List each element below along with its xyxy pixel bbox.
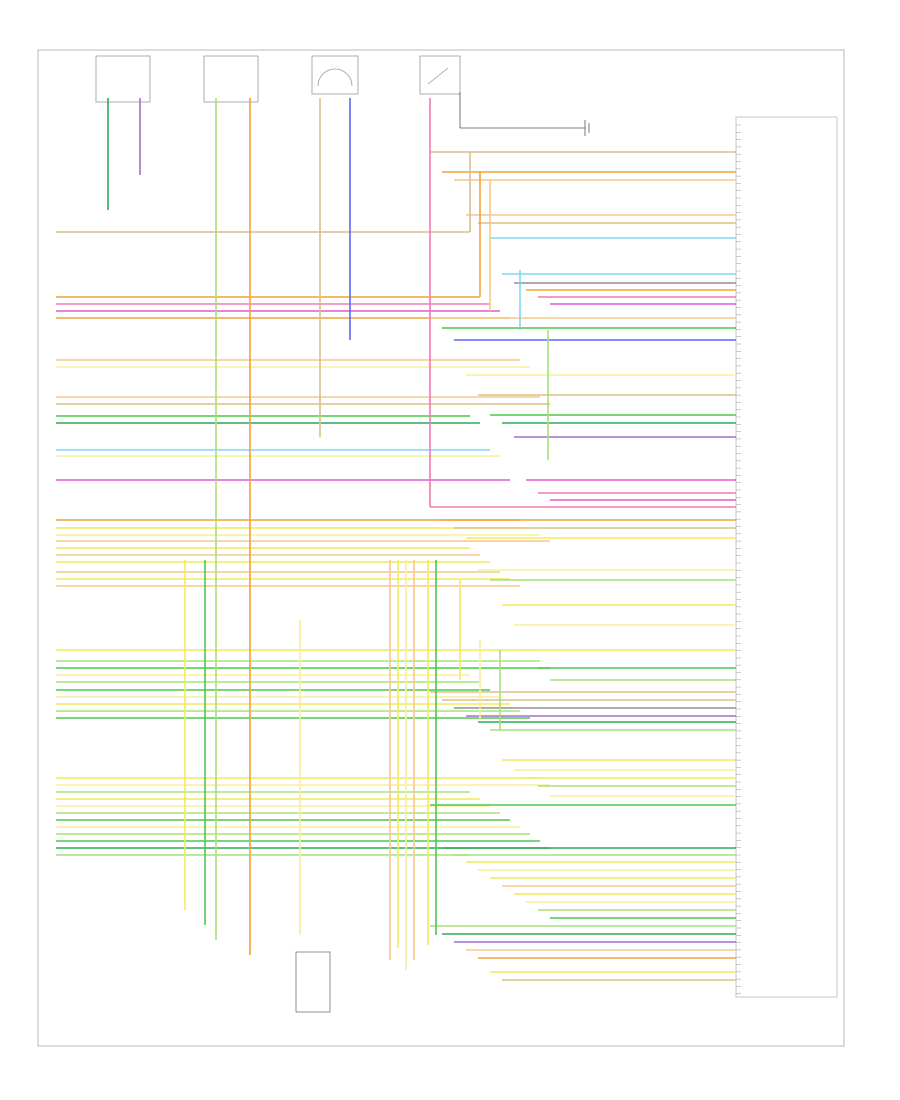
diagram-frame [37, 49, 845, 1047]
sensor-box-icon [95, 55, 151, 103]
gauge-icon [311, 55, 359, 95]
control-module-connector [735, 116, 838, 998]
ground-icon [459, 92, 590, 136]
connector-pins [736, 124, 741, 995]
sensor-icons [95, 55, 461, 103]
wire-group [56, 98, 736, 981]
sensor-box-icon [203, 55, 259, 103]
splice-block [295, 951, 331, 1013]
switch-icon [419, 55, 461, 95]
